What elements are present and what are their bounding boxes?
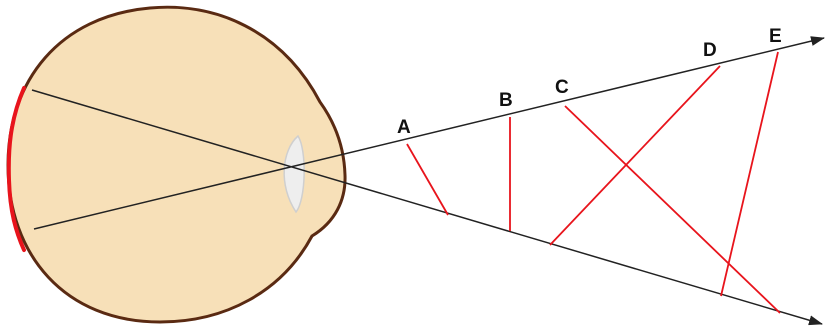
- segment-a: [407, 144, 448, 215]
- label-b: B: [499, 90, 513, 111]
- label-c: C: [555, 77, 569, 98]
- label-a: A: [397, 117, 411, 138]
- segment-c: [565, 106, 780, 313]
- segment-e: [721, 52, 778, 296]
- segment-d: [550, 66, 720, 245]
- label-e: E: [769, 26, 782, 47]
- label-d: D: [703, 40, 717, 61]
